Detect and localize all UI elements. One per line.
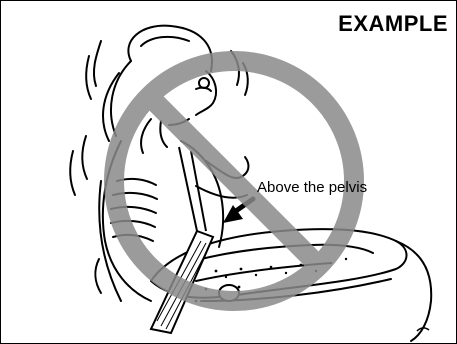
example-label: EXAMPLE <box>338 11 448 37</box>
callout-label: Above the pelvis <box>257 179 367 196</box>
